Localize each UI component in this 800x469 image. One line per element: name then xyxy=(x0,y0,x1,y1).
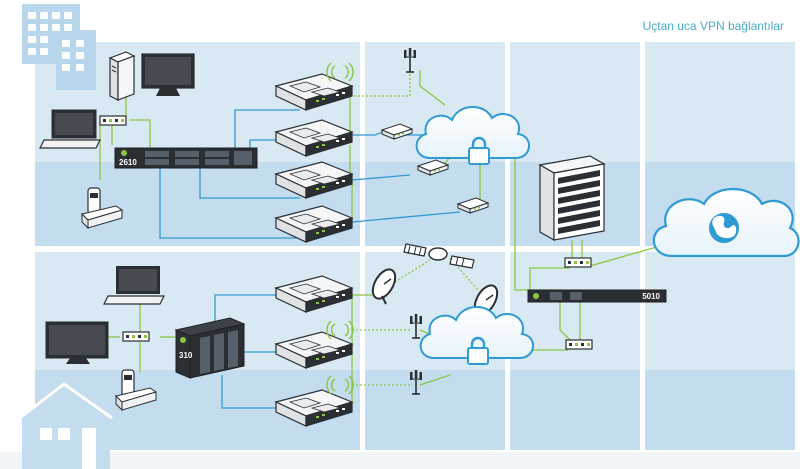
internet-cloud xyxy=(652,187,800,258)
phone-icon xyxy=(81,187,124,230)
router-310: 310 xyxy=(174,317,246,379)
globe-icon xyxy=(709,213,739,243)
laptop-icon xyxy=(103,266,165,305)
satellite-icon xyxy=(403,243,475,269)
router-2610-label: 2610 xyxy=(119,158,137,167)
phone-icon xyxy=(115,369,158,412)
monitor-icon xyxy=(141,53,195,96)
building-icon xyxy=(22,4,96,90)
connection-lines xyxy=(99,70,661,409)
monitor-icon xyxy=(45,321,109,364)
switch-icon xyxy=(99,115,127,126)
switch-icon xyxy=(565,339,593,350)
router-310-label: 310 xyxy=(179,351,193,360)
switch-icon xyxy=(122,331,150,342)
server-rack-icon xyxy=(538,155,606,242)
router-2610: 2610 xyxy=(114,147,258,169)
desktop-icon xyxy=(108,51,136,101)
gateway-5010-label: 5010 xyxy=(642,292,660,301)
laptop-icon xyxy=(39,109,101,149)
gateway-5010: 5010 xyxy=(527,289,667,303)
switch-icon xyxy=(564,257,592,268)
background-bands xyxy=(0,42,800,469)
house-icon xyxy=(19,382,113,469)
diagram-title: Uçtan uca VPN bağlantılar xyxy=(643,19,784,33)
